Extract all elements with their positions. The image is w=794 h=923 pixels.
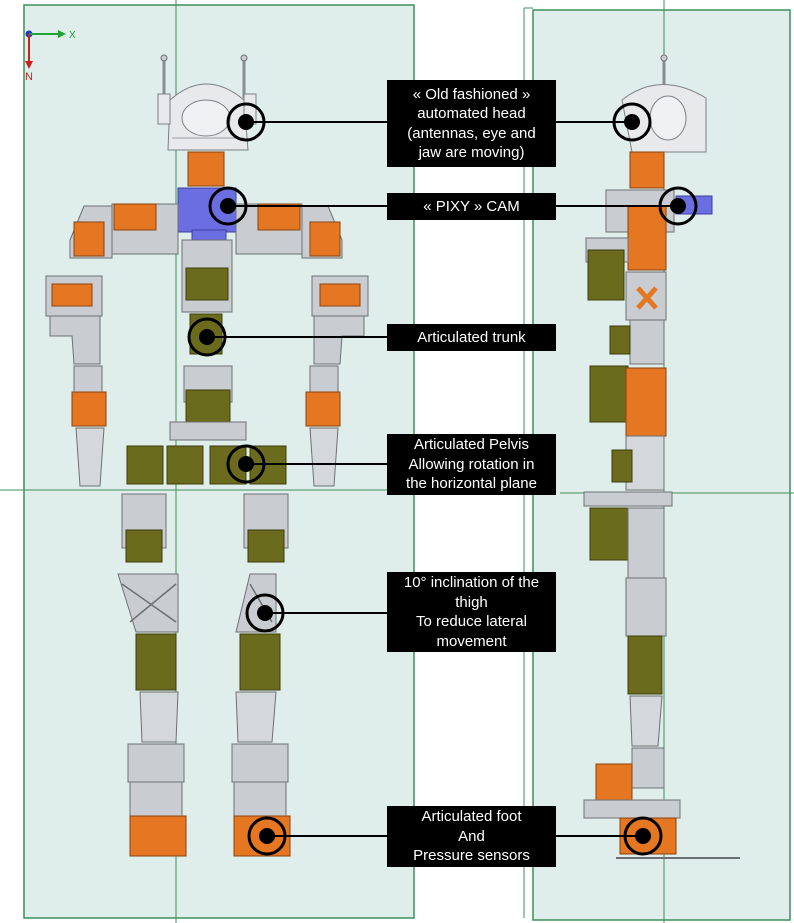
label-head-line-1: « Old fashioned » <box>412 85 531 103</box>
label-pelvis-line-3: the horizontal plane <box>406 475 537 493</box>
label-thigh-line-2: thigh <box>455 593 488 611</box>
label-foot-line-1: Articulated foot <box>421 808 522 826</box>
label-head-line-2: automated head <box>417 105 526 122</box>
label-trunk: Articulated trunk <box>387 324 556 351</box>
label-foot-line-2: And <box>458 827 485 845</box>
label-thigh-line-3: To reduce lateral <box>416 613 527 630</box>
label-thigh-line-4: movement <box>436 632 507 650</box>
label-cam: « PIXY » CAM <box>387 193 556 220</box>
axis-x-label: X <box>69 30 76 41</box>
callout-foot <box>247 816 663 856</box>
label-trunk-line-1: Articulated trunk <box>417 328 526 346</box>
label-pelvis-line-1: Articulated Pelvis <box>413 436 530 454</box>
front-robot <box>45 54 369 857</box>
label-foot-line-3: Pressure sensors <box>413 847 530 865</box>
label-thigh-line-1: 10° inclination of the <box>403 574 540 591</box>
label-pelvis: Articulated Pelvis Allowing rotation in … <box>387 434 556 495</box>
label-head-line-4: jaw are moving) <box>418 144 525 161</box>
label-pelvis-line-2: Allowing rotation in <box>408 455 535 473</box>
axis-n-label: N <box>25 71 33 83</box>
callout-trunk <box>187 317 388 357</box>
label-thigh: 10° inclination of the thigh To reduce l… <box>387 572 556 652</box>
label-cam-line-1: « PIXY » CAM <box>423 197 520 215</box>
label-head: « Old fashioned » automated head (antenn… <box>387 80 556 167</box>
callout-pelvis <box>226 444 388 484</box>
label-head-line-3: (antennas, eye and <box>407 124 536 142</box>
side-panel-corner <box>523 7 533 14</box>
label-foot: Articulated foot And Pressure sensors <box>387 806 556 867</box>
callout-thigh <box>245 593 388 633</box>
axis-triad <box>25 30 66 69</box>
